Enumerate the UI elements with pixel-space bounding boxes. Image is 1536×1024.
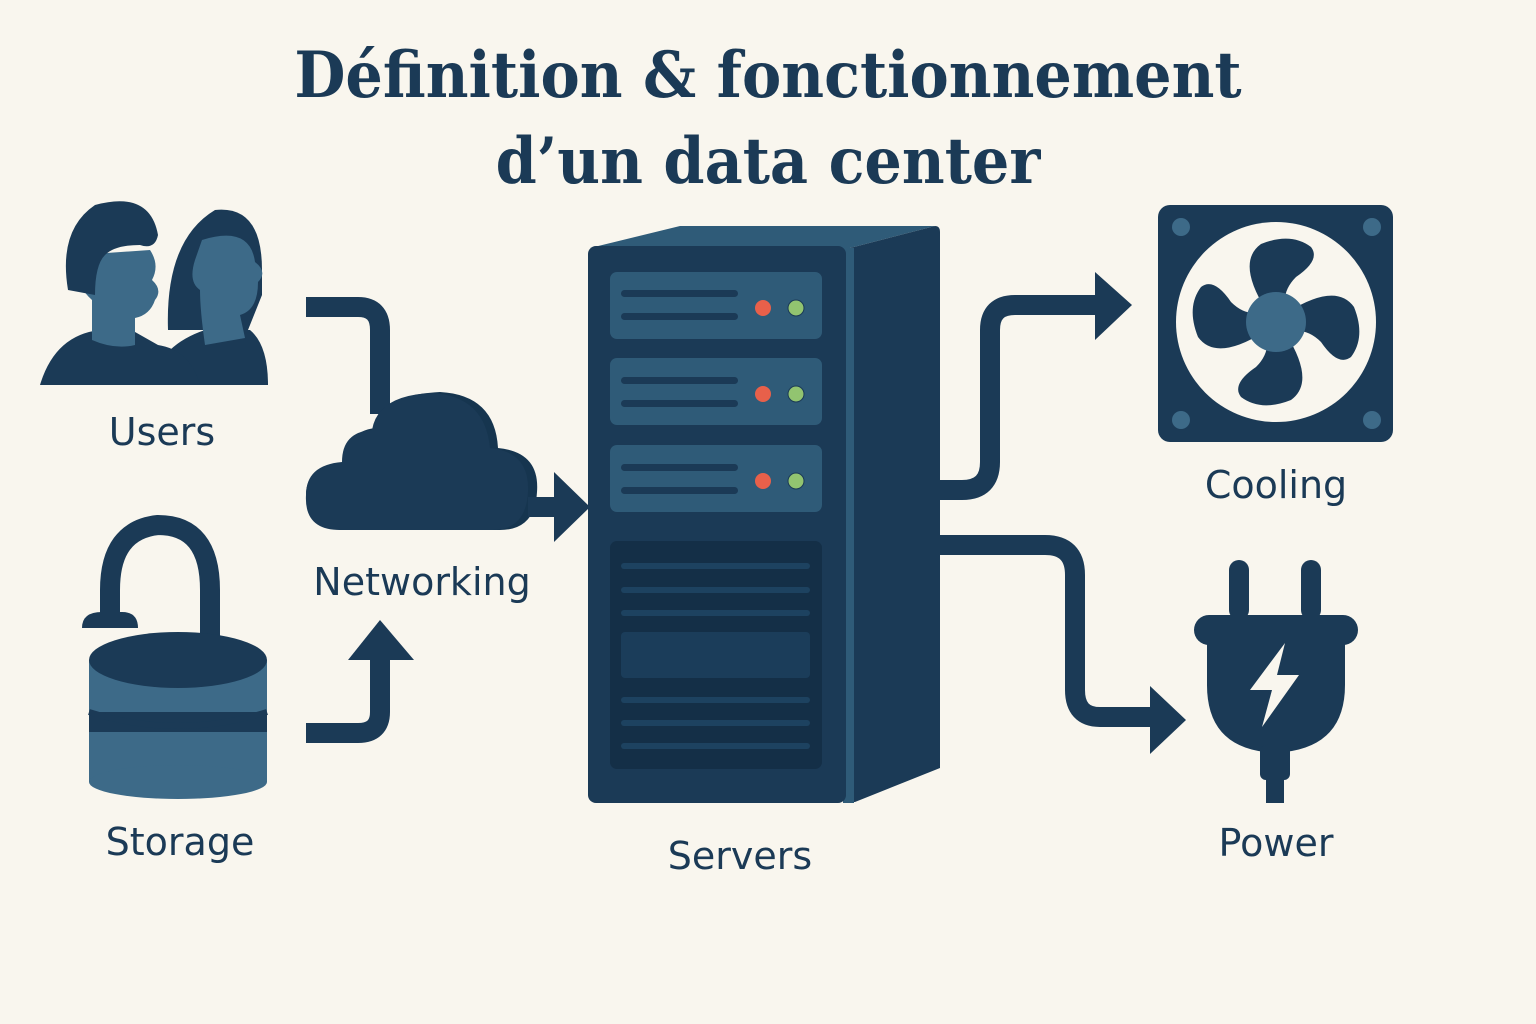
node-label-storage: Storage: [105, 820, 255, 864]
database-lock-icon: [82, 514, 268, 799]
node-label-cooling: Cooling: [1204, 463, 1348, 507]
server-vent-panel: [610, 541, 822, 769]
flow-networking-to-servers: [528, 472, 590, 542]
title-line-2: d’un data center: [495, 124, 1041, 199]
status-led-red: [755, 473, 771, 489]
server-rack-icon: [588, 226, 940, 803]
flow-users-to-networking: [306, 297, 390, 414]
title-line-1: Définition & fonctionnement: [294, 38, 1242, 113]
fan-icon: [1158, 205, 1393, 442]
flow-storage-to-networking: [306, 620, 414, 743]
flow-servers-to-power: [940, 535, 1186, 754]
flow-servers-to-cooling: [940, 272, 1132, 500]
node-label-servers: Servers: [667, 834, 813, 878]
server-unit-2: [610, 358, 822, 425]
node-label-power: Power: [1218, 821, 1334, 865]
server-unit-1: [610, 272, 822, 339]
users-icon: [40, 201, 268, 385]
cloud-icon: [305, 392, 538, 530]
status-led-green: [787, 299, 805, 317]
status-led-green: [787, 472, 805, 490]
status-led-green: [787, 385, 805, 403]
status-led-red: [755, 300, 771, 316]
man-silhouette: [40, 201, 200, 385]
woman-silhouette: [150, 209, 268, 385]
node-label-users: Users: [108, 410, 216, 454]
node-label-networking: Networking: [313, 560, 531, 604]
status-led-red: [755, 386, 771, 402]
lightning-bolt-icon: [1250, 643, 1299, 727]
power-plug-icon: [1194, 560, 1358, 803]
server-unit-3: [610, 445, 822, 512]
